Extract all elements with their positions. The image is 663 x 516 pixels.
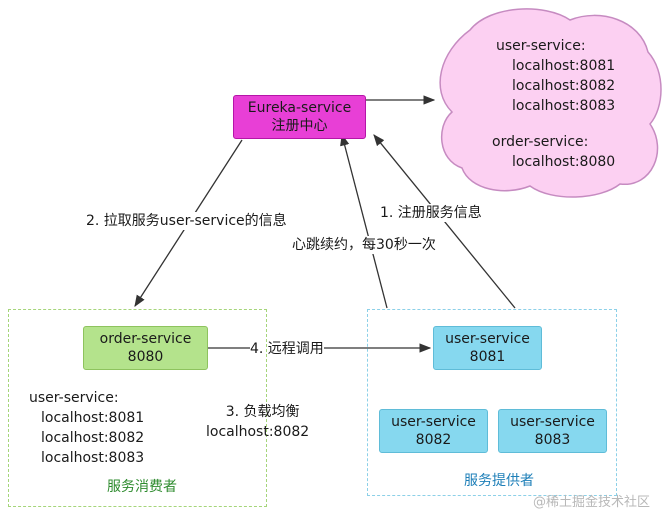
edge-heartbeat — [340, 133, 388, 309]
user-service-port: 8082 — [415, 432, 452, 448]
user-service-name: user-service — [445, 331, 530, 347]
edge-label-remote-call: 4. 远程调用 — [250, 340, 324, 358]
consumer-group-label: 服务消费者 — [107, 479, 177, 495]
user-service-port: 8081 — [469, 349, 506, 365]
registry-host: localhost:8080 — [512, 154, 616, 170]
user-service-8083-node: user-service 8083 — [498, 409, 607, 453]
consumer-cache-host: localhost:8083 — [41, 450, 145, 466]
load-balance-title: 3. 负载均衡 — [225, 404, 300, 420]
watermark: @稀土掘金技术社区 — [533, 495, 651, 510]
user-service-name: user-service — [510, 414, 595, 430]
consumer-cache-host: localhost:8081 — [41, 410, 145, 426]
registry-host: localhost:8083 — [512, 98, 616, 114]
registry-order-service-title: order-service: — [492, 134, 589, 150]
user-service-port: 8083 — [534, 432, 571, 448]
registry-content: user-service: localhost:8081 localhost:8… — [492, 36, 616, 172]
edge-label-heartbeat: 心跳续约，每30秒一次 — [292, 236, 436, 254]
consumer-cache-host: localhost:8082 — [41, 430, 145, 446]
eureka-node: Eureka-service 注册中心 — [233, 95, 366, 139]
registry-host: localhost:8082 — [512, 78, 616, 94]
registry-cloud — [439, 8, 662, 198]
consumer-group — [8, 309, 267, 507]
user-service-name: user-service — [391, 414, 476, 430]
order-service-name: order-service — [99, 331, 192, 347]
consumer-cache: user-service: localhost:8081 localhost:8… — [29, 388, 144, 468]
registry-host: localhost:8081 — [512, 58, 616, 74]
provider-group — [367, 309, 617, 496]
order-service-port: 8080 — [127, 349, 164, 365]
eureka-title: Eureka-service — [247, 100, 352, 116]
user-service-8082-node: user-service 8082 — [379, 409, 488, 453]
user-service-8081-node: user-service 8081 — [433, 326, 542, 370]
load-balance-host: localhost:8082 — [206, 424, 310, 440]
registry-user-service-title: user-service: — [496, 38, 586, 54]
order-service-node: order-service 8080 — [83, 326, 208, 370]
consumer-cache-title: user-service: — [29, 390, 119, 406]
load-balance-note: 3. 负载均衡 localhost:8082 — [206, 402, 309, 442]
edge-label-register: 1. 注册服务信息 — [380, 204, 482, 222]
provider-group-label: 服务提供者 — [464, 473, 534, 489]
eureka-subtitle: 注册中心 — [271, 118, 328, 134]
edge-label-pull: 2. 拉取服务user-service的信息 — [86, 212, 287, 230]
